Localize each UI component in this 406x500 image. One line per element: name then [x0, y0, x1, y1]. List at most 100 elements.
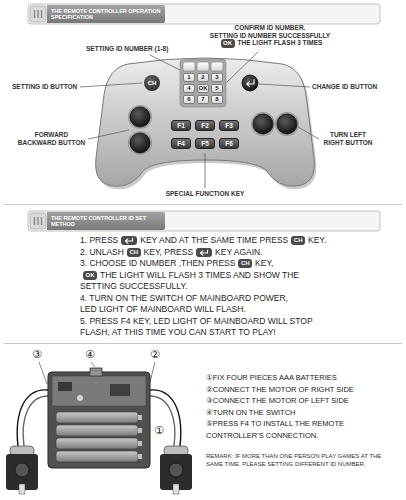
number-key: 1 — [183, 73, 195, 82]
function-key: F3 — [219, 120, 239, 131]
wire — [23, 396, 48, 446]
number-key: 4 — [183, 84, 195, 93]
key-icon: CH — [291, 236, 305, 245]
section-banner: THE REMOTE CONTROLLER OPERATION SPECIFIC… — [47, 5, 165, 23]
text-line: ⑤PRESS F4 TO INSTALL THE REMOTE CONTROLL… — [206, 418, 396, 441]
remark-note: REMARK: IF MORE THAN ONE PERSON PLAY GAM… — [206, 452, 396, 468]
callout-label: SPECIAL FUNCTION KEY — [150, 190, 260, 198]
instruction-item: ①FIX FOUR PIECES AAA BATTERIES — [206, 373, 337, 382]
function-key: F2 — [195, 120, 215, 131]
number-key: 8 — [211, 95, 223, 104]
number-key: OK — [197, 84, 209, 93]
callout-label: SETTING ID BUTTON — [12, 83, 77, 91]
motor-shaft — [19, 484, 25, 494]
callout-label: SETTING ID NUMBER SUCCESSFULLY — [210, 32, 330, 39]
leader-line — [91, 362, 95, 367]
text-line: ①FIX FOUR PIECES AAA BATTERIES — [206, 372, 396, 384]
button-text: F2 — [201, 122, 209, 129]
keypad-panel — [180, 59, 226, 107]
button-text: 4 — [187, 85, 190, 92]
back-arrow-path — [126, 238, 133, 243]
banner-icon-bars — [35, 10, 42, 18]
button-text: CH — [129, 248, 138, 257]
button-text: 7 — [201, 96, 204, 103]
leader-line — [227, 52, 258, 82]
wire — [150, 396, 175, 446]
button-text: F4 — [177, 140, 185, 147]
callout-label: SETTING ID NUMBER (1-8) — [86, 45, 168, 53]
text-line: SETTING ID NUMBER SUCCESSFULLY — [195, 32, 345, 40]
function-key: F1 — [171, 120, 191, 131]
blank-key — [183, 62, 195, 71]
number-key: 2 — [197, 73, 209, 82]
button-text: OK — [199, 85, 208, 92]
button-text: CH — [148, 80, 157, 87]
button-text: 5 — [215, 85, 218, 92]
leader-line — [298, 127, 319, 139]
back-arrow-symbol — [121, 236, 137, 245]
callout-number: ① — [154, 424, 164, 436]
step-text: THE LIGHT WILL FLASH 3 TIMES AND SHOW TH… — [80, 270, 299, 292]
section-banner: THE REMOTE CONTROLLER ID SET METHOD — [47, 212, 165, 230]
callout-label: THE LIGHT FLASH 3 TIMES — [238, 39, 323, 46]
text-group: 1. PRESSKEY AND AT THE SAME TIME PRESSCH… — [80, 235, 390, 339]
number-key: 3 — [211, 73, 223, 82]
text-group: CONFIRM ID NUMBER.SETTING ID NUMBER SUCC… — [195, 24, 345, 48]
back-arrow-symbol — [247, 80, 254, 87]
text-group: ①FIX FOUR PIECES AAA BATTERIES ②CONNECT T… — [206, 372, 396, 441]
button-text: CH — [241, 259, 250, 268]
banner-icon — [30, 6, 46, 22]
banner-icon — [30, 213, 46, 229]
callout-label: FORWARD BACKWARD BUTTON — [16, 131, 87, 146]
banner-frame — [28, 211, 380, 231]
section-divider — [4, 204, 402, 205]
section-divider — [4, 343, 402, 344]
text-line: 4. TURN ON THE SWITCH OF MAINBOARD POWER… — [80, 293, 298, 316]
text-line: 1. PRESSKEY AND AT THE SAME TIME PRESSCH… — [80, 235, 390, 247]
button-text: THE REMOTE CONTROLLER OPERATION SPECIFIC… — [51, 8, 161, 21]
text-line: CONFIRM ID NUMBER. — [195, 24, 345, 32]
text-line: ③CONNECT THE MOTOR OF LEFT SIDE — [206, 395, 396, 407]
button-text: F3 — [225, 122, 233, 129]
number-key: 5 — [211, 84, 223, 93]
step-text: 2. UNLASH — [80, 247, 124, 257]
text-line: OKTHE LIGHT WILL FLASH 3 TIMES AND SHOW … — [80, 270, 330, 293]
step-text: 1. PRESS — [80, 235, 118, 245]
step-text: KEY, PRESS — [144, 247, 193, 257]
text-line: 2. UNLASHCHKEY, PRESSKEY AGAIN. — [80, 247, 390, 259]
text-line: ②CONNECT THE MOTOR OF RIGHT SIDE — [206, 384, 396, 396]
turn-left-button — [253, 114, 273, 134]
button-text: 3 — [215, 74, 218, 81]
button-text: 2 — [201, 74, 204, 81]
instruction-item: ③CONNECT THE MOTOR OF LEFT SIDE — [206, 396, 349, 405]
leader-line — [205, 153, 206, 188]
function-key: F6 — [219, 138, 239, 149]
callout-number: ④ — [85, 348, 95, 360]
button-recess — [275, 112, 299, 136]
motor-gear — [15, 463, 29, 477]
case-gloss — [48, 372, 150, 468]
step-text: KEY. — [308, 235, 326, 245]
leader-line — [80, 83, 142, 87]
instruction-item: ④TURN ON THE SWITCH — [206, 408, 296, 417]
callout-number: ③ — [32, 348, 42, 360]
key-icon: OK — [221, 39, 235, 48]
motor-gear — [169, 463, 183, 477]
blank-key — [211, 62, 223, 71]
back-arrow-symbol — [196, 248, 212, 257]
wire — [17, 390, 48, 446]
banner-icon-bars — [35, 217, 42, 225]
blank-key — [197, 62, 209, 71]
step-text: 5. PRESS F4 KEY, LED LIGHT OF MAINBOARD … — [80, 316, 312, 338]
button-text: CH — [294, 236, 303, 245]
button-text: THE REMOTE CONTROLLER ID SET METHOD — [51, 215, 161, 228]
back-arrow-path — [200, 250, 207, 255]
button-text: 1 — [187, 74, 190, 81]
callout-label: CONFIRM ID NUMBER. — [235, 24, 306, 31]
callout-label: TURN LEFT RIGHT BUTTON — [320, 131, 376, 146]
change-id-button — [242, 75, 258, 91]
text-line: 5. PRESS F4 KEY, LED LIGHT OF MAINBOARD … — [80, 316, 342, 339]
button-text: F6 — [225, 140, 233, 147]
button-text: OK — [86, 271, 95, 280]
